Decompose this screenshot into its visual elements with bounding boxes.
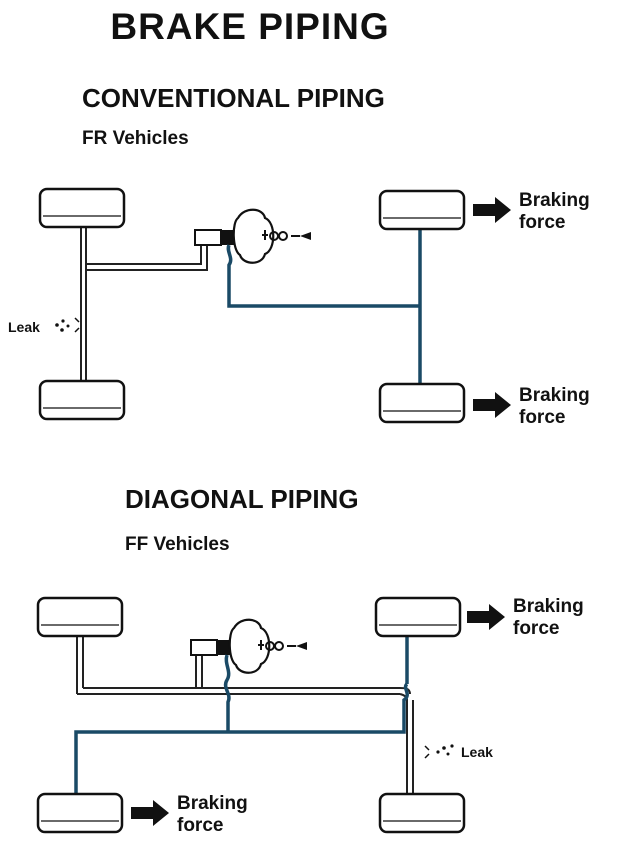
diagonal-force-label-rear: Braking force (177, 793, 248, 837)
conventional-leak-label: Leak (8, 319, 40, 335)
braking-force-arrow-icon (467, 604, 505, 630)
front-left-wheel-icon (36, 596, 124, 638)
rear-left-wheel-icon (38, 379, 126, 421)
force-line2: force (519, 212, 566, 233)
force-line2: force (513, 618, 560, 639)
front-left-wheel-icon (38, 187, 126, 229)
force-line1: Braking (519, 385, 590, 406)
diagonal-master-cylinder-icon (190, 618, 307, 674)
conventional-subheading: FR Vehicles (82, 128, 189, 149)
diagonal-force-label-front: Braking force (513, 596, 584, 640)
braking-force-arrow-icon (131, 800, 169, 826)
rear-left-wheel-icon (36, 792, 124, 834)
force-line1: Braking (513, 596, 584, 617)
front-right-wheel-icon (374, 596, 462, 638)
front-right-wheel-icon (378, 189, 466, 231)
conventional-master-cylinder-icon (194, 208, 311, 264)
diagonal-leak-drops-icon (424, 744, 454, 759)
diagonal-working-circuit (74, 636, 409, 796)
force-line2: force (177, 815, 224, 836)
diagonal-leak-label: Leak (461, 744, 493, 760)
conventional-diagram (38, 187, 511, 424)
rear-right-wheel-icon (378, 792, 466, 834)
diagonal-heading: DIAGONAL PIPING (125, 484, 359, 514)
braking-force-arrow-icon (473, 392, 511, 418)
diagonal-subheading: FF Vehicles (125, 534, 230, 555)
rear-right-wheel-icon (378, 382, 466, 424)
conventional-leak-drops-icon (55, 317, 80, 333)
conventional-force-label-top: Braking force (519, 190, 590, 234)
page-title: BRAKE PIPING (110, 6, 390, 47)
diagonal-diagram (36, 596, 505, 834)
conventional-failed-circuit (80, 227, 208, 381)
force-line1: Braking (519, 190, 590, 211)
force-line2: force (519, 407, 566, 428)
force-line1: Braking (177, 793, 248, 814)
conventional-heading: CONVENTIONAL PIPING (82, 83, 385, 113)
conventional-force-label-bottom: Braking force (519, 385, 590, 429)
conventional-working-circuit (226, 228, 422, 384)
braking-force-arrow-icon (473, 197, 511, 223)
